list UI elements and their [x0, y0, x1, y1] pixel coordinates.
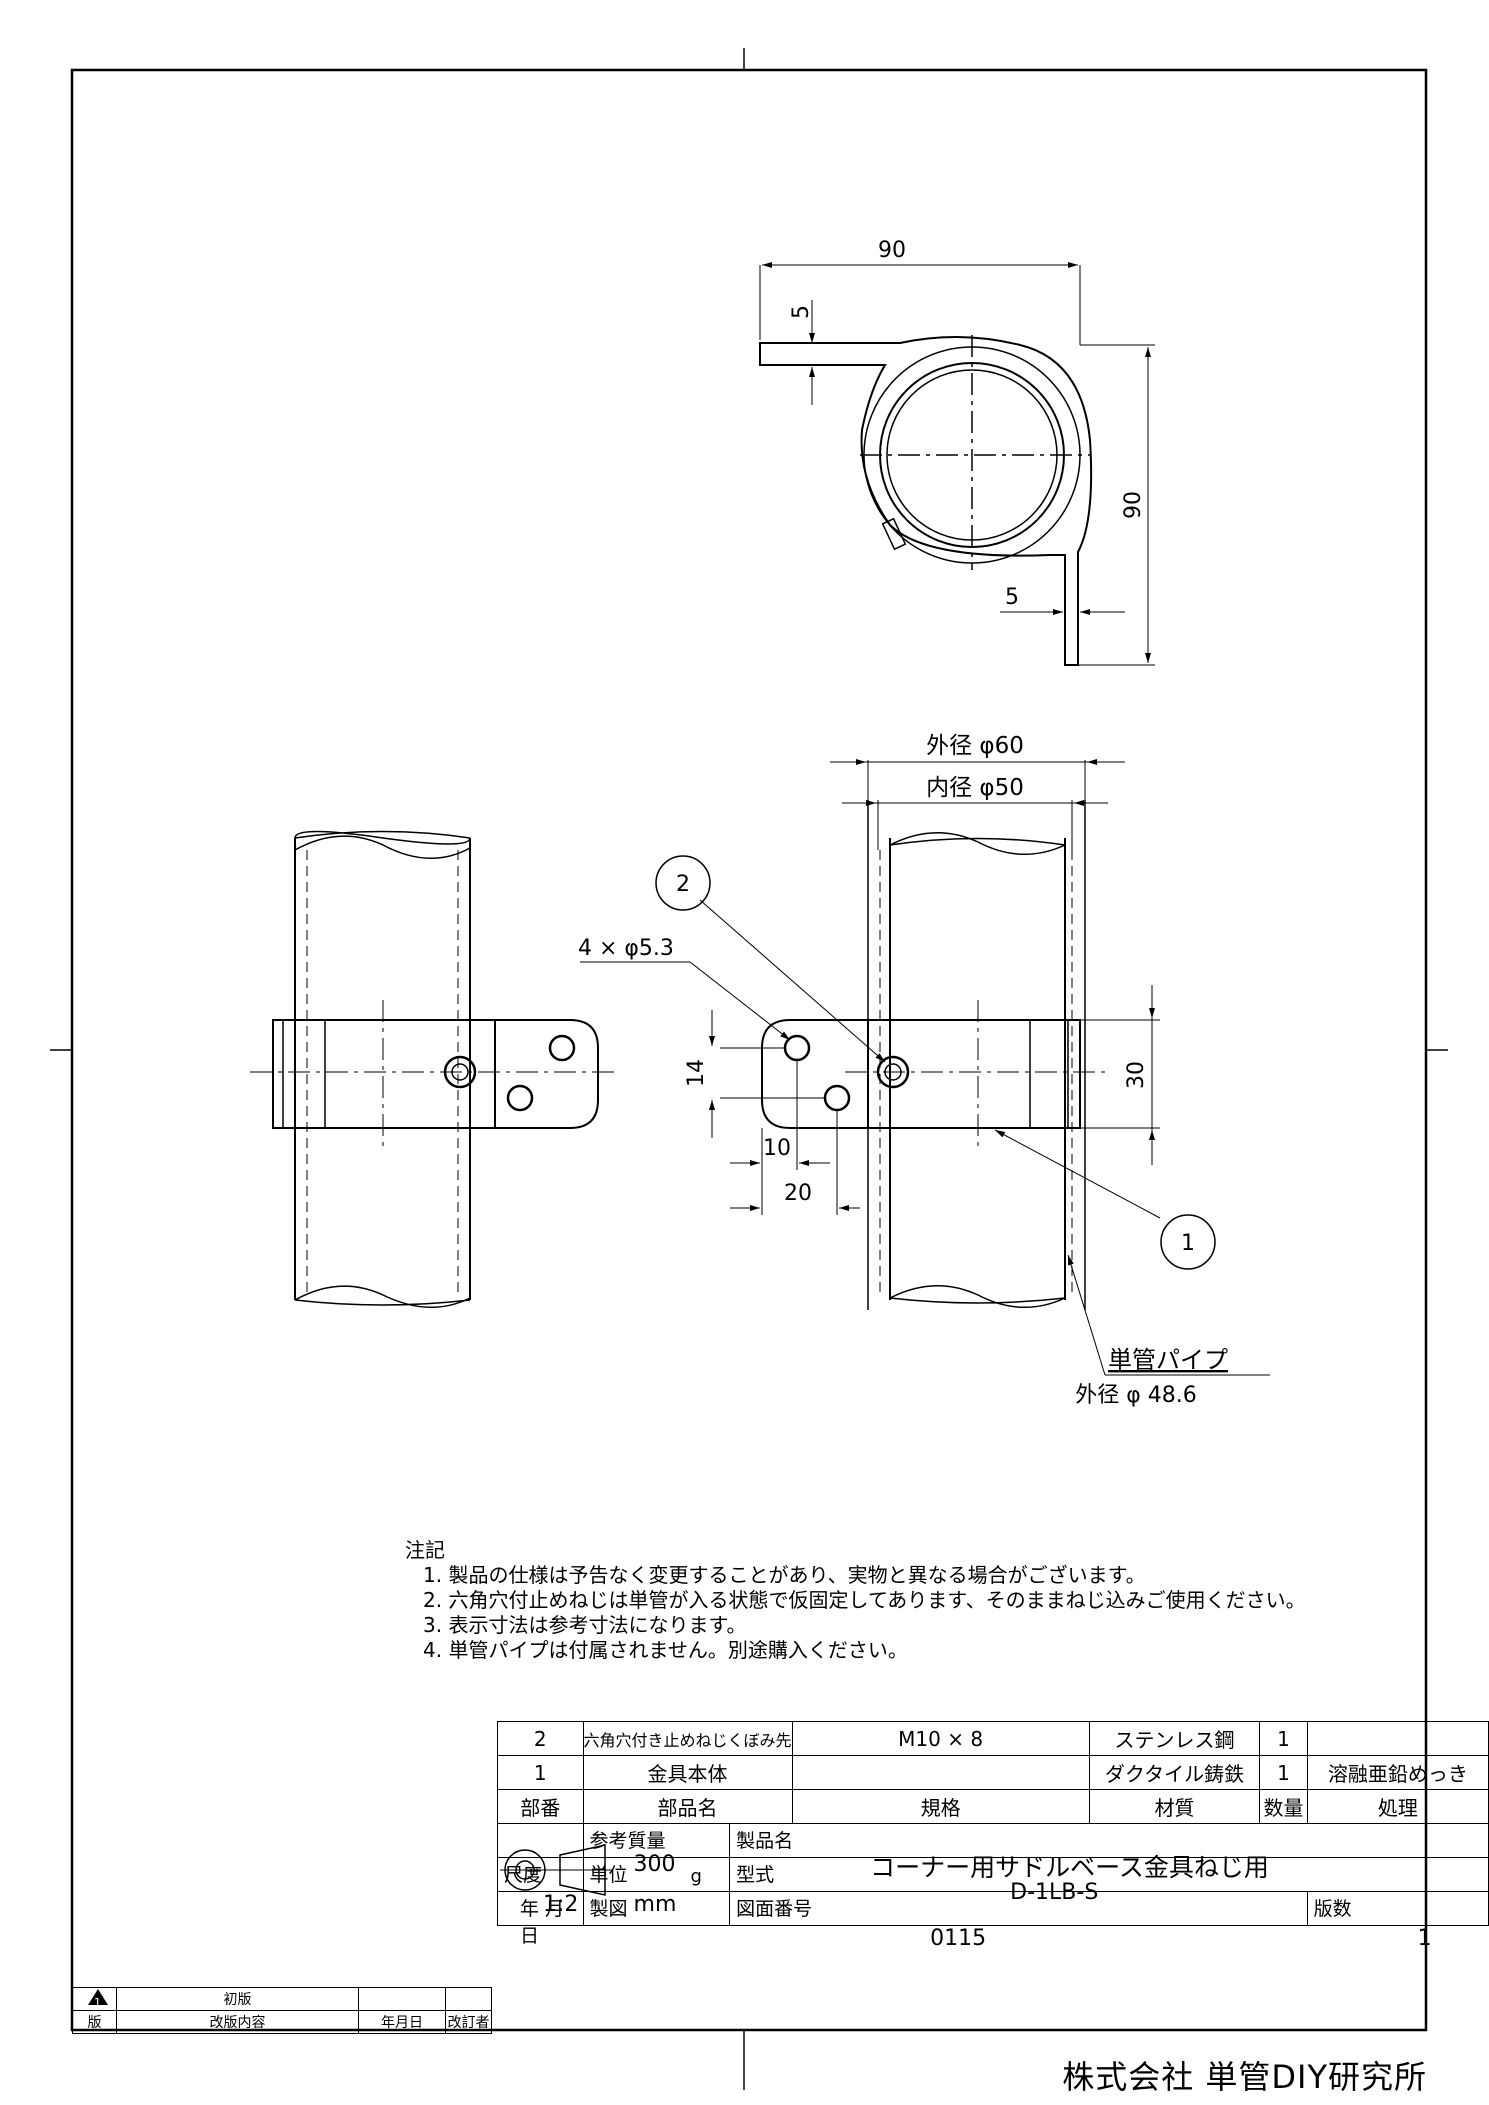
dim-band-width: 30	[1124, 1061, 1149, 1089]
header-qty: 数量	[1259, 1789, 1308, 1824]
date-cell: 年 月 日	[497, 1891, 584, 1947]
drawn-label: 製図	[589, 1898, 628, 1920]
header-material: 材質	[1088, 1789, 1261, 1824]
revision-block: 1 初版 版 改版内容 年月日 改訂者	[72, 1987, 492, 2034]
note-3: 3. 表示寸法は参考寸法になります。	[423, 1613, 747, 1637]
revision-first: 初版	[116, 1987, 359, 2011]
title-block: 2 六角穴付き止めねじくぼみ先 M10 × 8 ステンレス鋼 1 1 金具本体 …	[497, 1721, 1489, 1951]
part-name: 六角穴付き止めねじくぼみ先	[582, 1721, 793, 1756]
header-treatment: 処理	[1306, 1789, 1489, 1824]
part-no: 1	[497, 1755, 584, 1790]
front-view	[580, 759, 1270, 1376]
part-treatment	[1306, 1721, 1489, 1756]
unit-label: 単位	[589, 1864, 628, 1886]
part-spec	[791, 1755, 1090, 1790]
parts-row-2: 2 六角穴付き止めねじくぼみ先 M10 × 8 ステンレス鋼 1	[497, 1721, 1489, 1756]
product-label: 製品名	[736, 1830, 794, 1852]
revision-header-content: 改版内容	[116, 2010, 359, 2034]
drawn-cell: 製図	[582, 1891, 731, 1926]
part-spec: M10 × 8	[791, 1721, 1090, 1756]
dim-hole-x1: 10	[763, 1136, 791, 1161]
drawing-no: 0115	[930, 1926, 987, 1951]
balloon-1: 1	[1181, 1231, 1195, 1256]
revision-header-reviser: 改訂者	[445, 2010, 492, 2034]
note-4: 4. 単管パイプは付属されません。別途購入ください。	[423, 1638, 908, 1662]
scale-cell: 尺度 1:2	[497, 1857, 584, 1917]
company-name: 株式会社 単管DIY研究所	[1062, 2058, 1427, 2096]
scale-label: 尺度	[504, 1864, 543, 1886]
symbol-cell	[497, 1823, 584, 1858]
dim-top-height: 90	[1121, 491, 1146, 519]
drawing-no-cell: 図面番号 0115	[729, 1891, 1308, 1951]
header-name: 部品名	[582, 1789, 793, 1824]
dim-side-flange: 5	[1005, 585, 1019, 610]
notes: 注記 1. 製品の仕様は予告なく変更することがあり、実物と異なる場合がございます…	[405, 1538, 1306, 1663]
part-material: ステンレス鋼	[1088, 1721, 1261, 1756]
edition-value: 1	[1417, 1926, 1432, 1951]
dim-holes: 4 × φ5.3	[578, 936, 674, 961]
revision-reviser	[445, 1987, 492, 2011]
dim-inner-dia: 内径 φ50	[926, 775, 1024, 801]
product-cell: 製品名 コーナー用サドルベース金具ねじ用	[729, 1823, 1489, 1882]
left-side-view	[250, 830, 615, 1308]
dim-hole-pitch: 14	[684, 1059, 709, 1087]
revision-header-ver: 版	[72, 2010, 117, 2034]
part-qty: 1	[1259, 1755, 1308, 1790]
part-no: 2	[497, 1721, 584, 1756]
dim-top-flange: 5	[789, 305, 814, 319]
edition-label: 版数	[1313, 1898, 1352, 1920]
part-material: ダクタイル鋳鉄	[1088, 1755, 1261, 1790]
model-cell: 型式 D-1LB-S	[729, 1857, 1489, 1905]
part-treatment: 溶融亜鉛めっき	[1306, 1755, 1489, 1790]
unit-cell: 単位 mm	[582, 1857, 731, 1917]
date-label: 年 月 日	[520, 1898, 565, 1947]
pipe-name: 単管パイプ	[1108, 1346, 1228, 1374]
mass-cell: 参考質量 300 g	[582, 1823, 731, 1887]
revision-header-date: 年月日	[358, 2010, 446, 2034]
dim-hole-x2: 20	[784, 1181, 812, 1206]
notes-title: 注記	[405, 1538, 445, 1562]
header-no: 部番	[497, 1789, 584, 1824]
pipe-dia: 外径 φ 48.6	[1075, 1383, 1196, 1408]
note-1: 1. 製品の仕様は予告なく変更することがあり、実物と異なる場合がございます。	[423, 1563, 1146, 1587]
part-name: 金具本体	[582, 1755, 793, 1790]
revision-mark-number: 1	[94, 1996, 101, 2009]
balloon-2: 2	[676, 872, 690, 897]
top-view	[759, 262, 1155, 666]
dim-top-width: 90	[878, 238, 906, 263]
revision-mark: 1	[72, 1987, 117, 2011]
dim-outer-dia: 外径 φ60	[926, 733, 1024, 759]
parts-header: 部番 部品名 規格 材質 数量 処理	[497, 1789, 1489, 1824]
mass-label: 参考質量	[589, 1830, 666, 1852]
edition-cell: 版数 1	[1306, 1891, 1489, 1951]
revision-date	[358, 1987, 446, 2011]
header-spec: 規格	[791, 1789, 1090, 1824]
parts-row-1: 1 金具本体 ダクタイル鋳鉄 1 溶融亜鉛めっき	[497, 1755, 1489, 1790]
note-2: 2. 六角穴付止めねじは単管が入る状態で仮固定してあります、そのままねじ込みご使…	[423, 1588, 1306, 1612]
model-label: 型式	[736, 1864, 775, 1886]
drawing-no-label: 図面番号	[736, 1898, 813, 1920]
part-qty: 1	[1259, 1721, 1308, 1756]
